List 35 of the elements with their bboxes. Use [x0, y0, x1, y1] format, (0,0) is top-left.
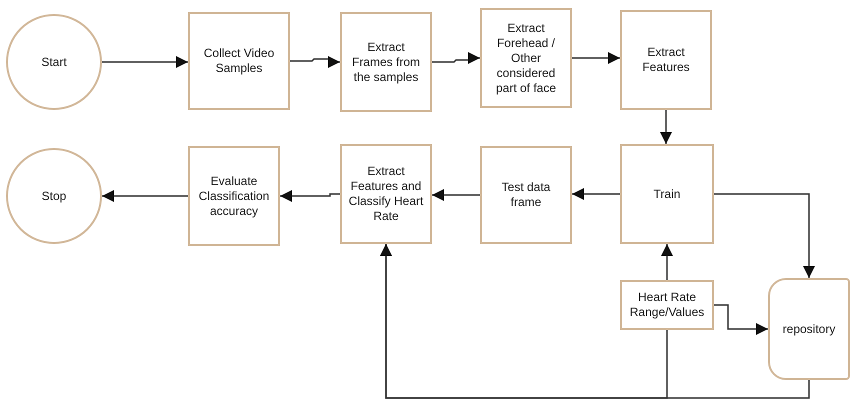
process-box: [620, 280, 714, 330]
node-label: Extract Features: [641, 45, 691, 75]
process-box: [480, 8, 572, 108]
arrow: [572, 188, 620, 200]
process-box: [188, 146, 280, 246]
arrow: [432, 52, 480, 64]
arrow: [572, 52, 620, 64]
process-box: [620, 144, 714, 244]
node-label: Heart Rate Range/Values: [628, 290, 706, 320]
arrow: [661, 244, 673, 280]
node-label: Extract Features and Classify Heart Rate: [348, 164, 424, 224]
node-label: Extract Forehead / Other considered part of face: [494, 20, 558, 96]
process-box: [188, 12, 290, 110]
process-box: [620, 10, 712, 110]
arrow: [660, 110, 672, 144]
node-label: Evaluate Classification accuracy: [198, 174, 270, 218]
arrow: [280, 190, 340, 202]
arrow: [714, 193, 815, 278]
node-label: Train: [652, 186, 682, 202]
process-box: [480, 146, 572, 244]
arrow: [380, 244, 668, 399]
node-label: Extract Frames from the samples: [350, 40, 421, 84]
node-label: Start: [40, 54, 68, 70]
arrow: [714, 304, 768, 335]
process-box: [340, 144, 432, 244]
arrow: [290, 56, 340, 68]
arrow: [102, 56, 188, 68]
process-box: [340, 12, 432, 112]
storage-box: [768, 278, 850, 380]
arrow: [102, 190, 188, 202]
node-label: Stop: [40, 188, 68, 204]
node-label: repository: [782, 322, 836, 336]
arrow: [432, 189, 480, 201]
node-label: Collect Video Samples: [202, 46, 276, 76]
node-label: Test data frame: [500, 180, 552, 210]
